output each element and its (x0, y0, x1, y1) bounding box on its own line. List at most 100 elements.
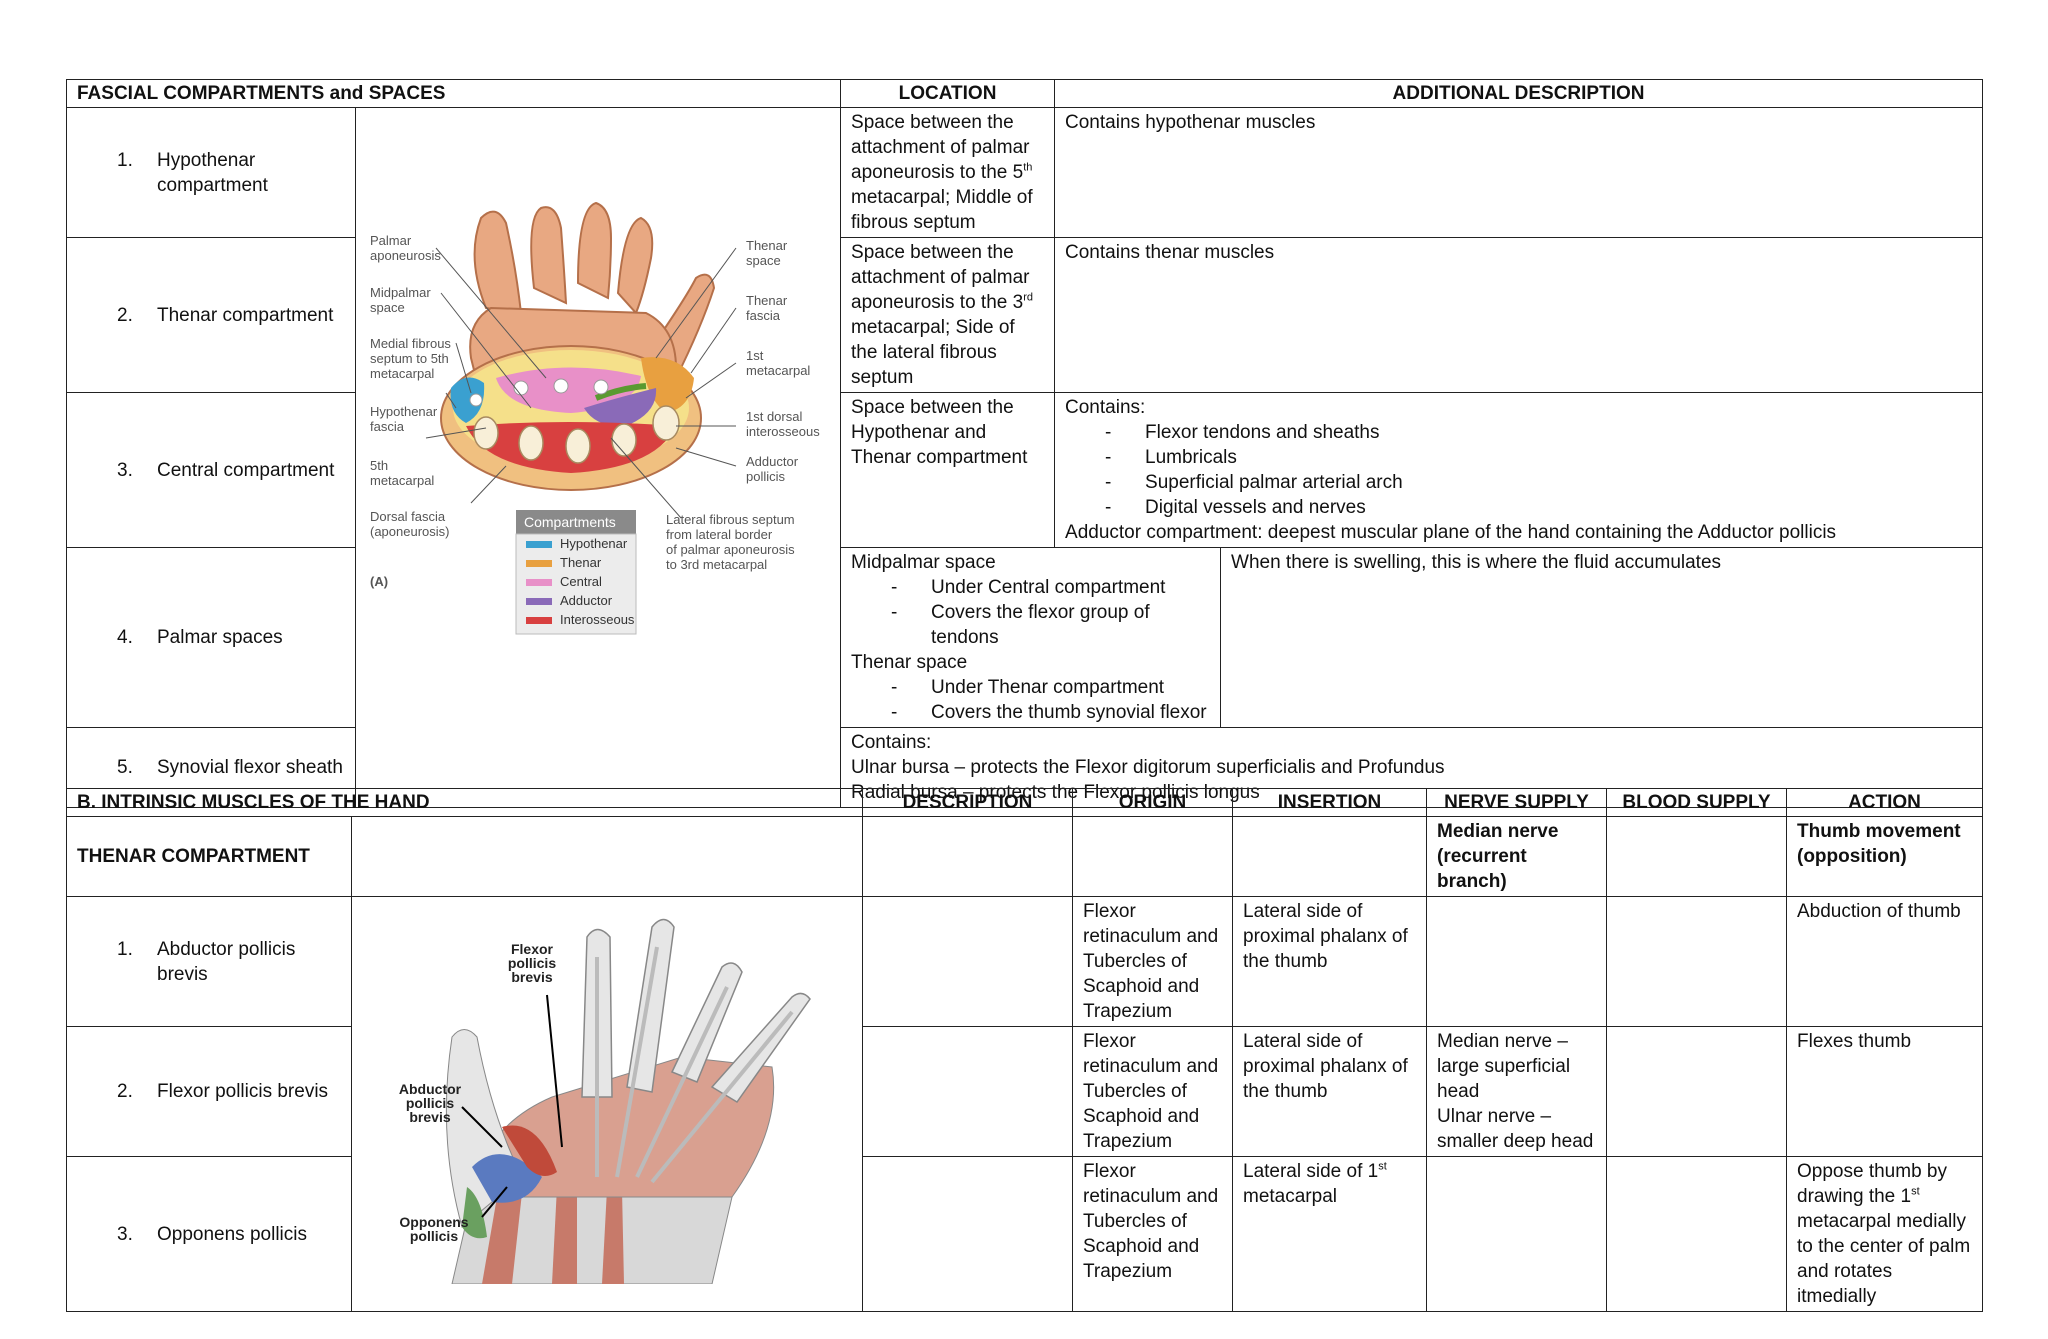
svg-text:pollicis: pollicis (508, 955, 556, 971)
muscle-name: 3.Opponens pollicis (66, 1156, 352, 1312)
table-row: 3.Central compartment Space between the … (66, 392, 1984, 548)
palmar-spaces-cell: Midpalmar space -Under Central compartme… (840, 547, 1222, 728)
svg-text:Thenar: Thenar (746, 293, 788, 308)
insertion-header: INSERTION (1232, 788, 1427, 817)
svg-text:space: space (746, 253, 781, 268)
label-abductor-pollicis-brevis: Abductor (399, 1081, 462, 1097)
action-header: ACTION (1786, 788, 1983, 817)
svg-text:Midpalmar: Midpalmar (370, 285, 431, 300)
legend-swatch-adductor (526, 598, 552, 605)
table-b-title: B. INTRINSIC MUSCLES OF THE HAND (66, 788, 863, 817)
legend-swatch-central (526, 579, 552, 586)
blood-cell (1606, 1156, 1787, 1312)
thenar-muscles-illustration: Flexor pollicis brevis Abductor pollicis… (399, 918, 811, 1285)
section-action: Thumb movement (opposition) (1786, 816, 1983, 897)
nerve-cell: Median nerve – large superficial head Ul… (1426, 1026, 1607, 1157)
origin-cell: Flexor retinaculum and Tubercles of Scap… (1072, 896, 1233, 1027)
blood-supply-header: BLOOD SUPPLY (1606, 788, 1787, 817)
table-row: 1.Abductor pollicis brevis (66, 896, 1983, 1312)
legend-swatch-hypothenar (526, 541, 552, 548)
compartment-name: 3.Central compartment (66, 392, 356, 548)
nerve-cell (1426, 896, 1607, 1027)
location-cell: Space between the attachment of palmar a… (840, 237, 1056, 393)
svg-text:Medial fibrous: Medial fibrous (370, 336, 451, 351)
insertion-cell: Lateral side of proximal phalanx of the … (1232, 1026, 1427, 1157)
description-cell: Contains thenar muscles (1054, 237, 1984, 393)
action-cell: Abduction of thumb (1786, 896, 1983, 1027)
label-flexor-pollicis-brevis: Flexor (511, 941, 554, 957)
insertion-cell: Lateral side of 1st metacarpal (1232, 1156, 1427, 1312)
svg-text:aponeurosis: aponeurosis (370, 248, 441, 263)
location-cell: Space between the Hypothenar and Thenar … (840, 392, 1056, 548)
svg-text:brevis: brevis (511, 969, 552, 985)
section-title: THENAR COMPARTMENT (66, 816, 352, 897)
nerve-supply-header: NERVE SUPPLY (1426, 788, 1607, 817)
muscle-name: 2.Flexor pollicis brevis (66, 1026, 352, 1157)
thenar-muscles-figure: Flexor pollicis brevis Abductor pollicis… (351, 896, 863, 1312)
description-cell: When there is swelling, this is where th… (1220, 547, 1984, 728)
description-cell: Contains hypothenar muscles (1054, 107, 1984, 238)
svg-text:from lateral border: from lateral border (666, 527, 773, 542)
svg-text:Hypothenar: Hypothenar (370, 404, 438, 419)
svg-text:5th: 5th (370, 458, 388, 473)
compartment-name: 1.Hypothenar compartment (66, 107, 356, 238)
location-cell: Space between the attachment of palmar a… (840, 107, 1056, 238)
svg-text:of palmar aponeurosis: of palmar aponeurosis (666, 542, 795, 557)
blood-cell (1606, 896, 1787, 1027)
svg-text:septum to 5th: septum to 5th (370, 351, 449, 366)
table-row: 4.Palmar spaces Midpalmar space -Under C… (66, 547, 1984, 728)
svg-text:Thenar: Thenar (746, 238, 788, 253)
action-cell: Oppose thumb by drawing the 1st metacarp… (1786, 1156, 1983, 1312)
figure-panel-label: (A) (370, 574, 388, 589)
legend-label-hypothenar: Hypothenar (560, 536, 628, 551)
table-row: 2.Flexor pollicis brevis Flexor retinacu… (66, 1026, 1983, 1157)
table-row: 3.Opponens pollicis Flexor retinaculum a… (66, 1156, 1983, 1312)
fascial-compartments-table: FASCIAL COMPARTMENTS and SPACES LOCATION… (65, 79, 1984, 808)
location-header: LOCATION (840, 79, 1056, 108)
action-cell: Flexes thumb (1786, 1026, 1983, 1157)
svg-text:metacarpal: metacarpal (746, 363, 810, 378)
svg-text:metacarpal: metacarpal (370, 473, 434, 488)
additional-description-header: ADDITIONAL DESCRIPTION (1054, 79, 1984, 108)
svg-text:Dorsal fascia: Dorsal fascia (370, 509, 446, 524)
svg-text:(aponeurosis): (aponeurosis) (370, 524, 450, 539)
svg-text:space: space (370, 300, 405, 315)
nerve-cell (1426, 1156, 1607, 1312)
svg-text:Adductor: Adductor (746, 454, 799, 469)
blood-cell (1606, 1026, 1787, 1157)
description-cell (862, 1026, 1073, 1157)
compartment-name: 2.Thenar compartment (66, 237, 356, 393)
compartments-legend: Compartments HypothenarThenarCentralAddu… (515, 510, 637, 635)
table-row: 2.Thenar compartment Space between the a… (66, 237, 1984, 393)
figure-label-palmar-aponeurosis: Palmar (370, 233, 412, 248)
legend-label-interosseous: Interosseous (560, 612, 635, 627)
svg-text:Lateral fibrous septum: Lateral fibrous septum (666, 512, 795, 527)
legend-label-central: Central (560, 574, 602, 589)
abductor-pollicis-brevis-shape (472, 1154, 542, 1203)
legend-title: Compartments (524, 514, 616, 530)
svg-text:fascia: fascia (370, 419, 405, 434)
compartment-name: 4.Palmar spaces (66, 547, 356, 728)
svg-text:interosseous: interosseous (746, 424, 820, 439)
table-row: 1.Hypothenar compartment (66, 107, 1984, 808)
legend-label-adductor: Adductor (560, 593, 613, 608)
section-nerve: Median nerve (recurrent branch) (1426, 816, 1607, 897)
label-opponens-pollicis: Opponens (399, 1214, 468, 1230)
legend-label-thenar: Thenar (560, 555, 602, 570)
svg-text:pollicis: pollicis (410, 1228, 458, 1244)
origin-header: ORIGIN (1072, 788, 1233, 817)
origin-cell: Flexor retinaculum and Tubercles of Scap… (1072, 1026, 1233, 1157)
svg-text:to 3rd metacarpal: to 3rd metacarpal (666, 557, 767, 572)
legend-swatch-interosseous (526, 617, 552, 624)
legend-swatch-thenar (526, 560, 552, 567)
svg-text:pollicis: pollicis (406, 1095, 454, 1111)
svg-text:metacarpal: metacarpal (370, 366, 434, 381)
description-header: DESCRIPTION (862, 788, 1073, 817)
svg-text:brevis: brevis (409, 1109, 450, 1125)
section-row: THENAR COMPARTMENT Median nerve (recurre… (66, 816, 1983, 897)
svg-text:fascia: fascia (746, 308, 781, 323)
description-cell: Contains: -Flexor tendons and sheaths -L… (1054, 392, 1984, 548)
svg-text:1st dorsal: 1st dorsal (746, 409, 802, 424)
